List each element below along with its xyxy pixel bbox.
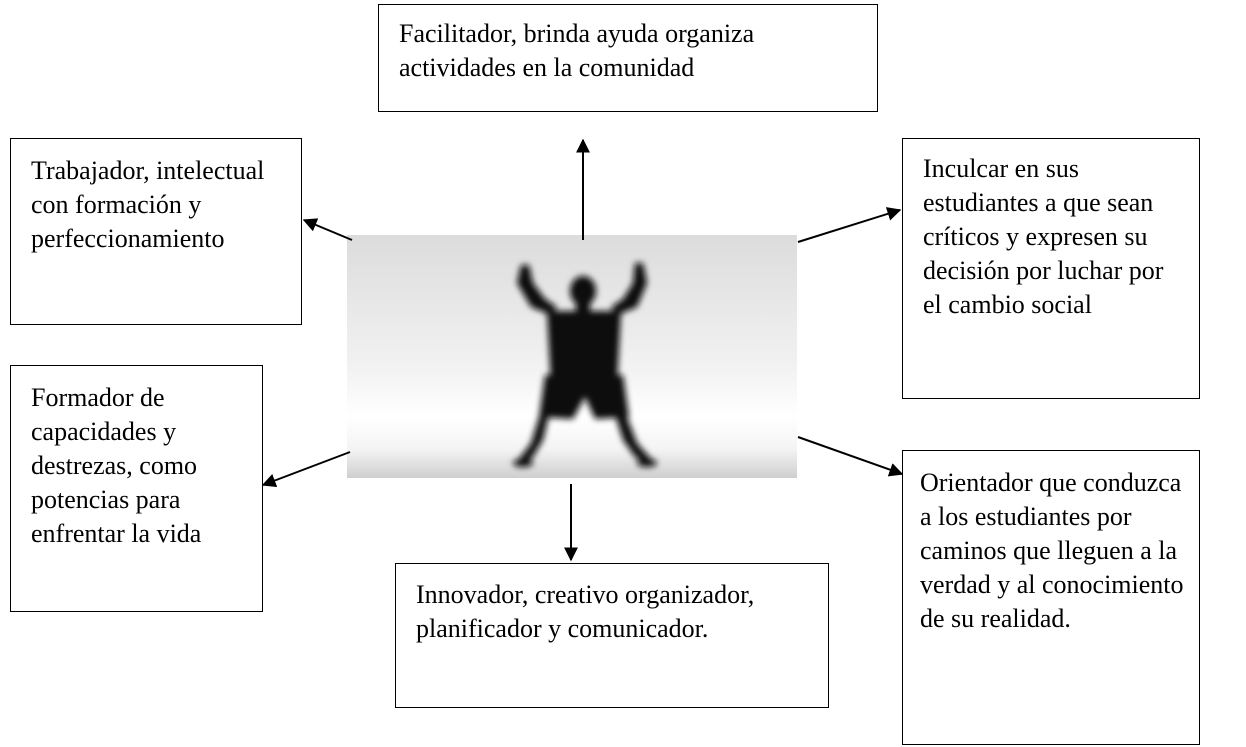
node-formador-text: Formador de capacidades y destrezas, com…	[31, 383, 202, 548]
node-inculcar-text: Inculcar en sus estudiantes a que sean c…	[923, 154, 1164, 319]
node-orientador-text: Orientador que conduzca a los estudiante…	[920, 468, 1184, 633]
node-innovador-text: Innovador, creativo organizador, planifi…	[416, 580, 755, 643]
node-trabajador: Trabajador, intelectual con formación y …	[10, 138, 302, 325]
arrow-to-top-left	[302, 218, 353, 241]
node-formador: Formador de capacidades y destrezas, com…	[10, 365, 263, 612]
node-orientador: Orientador que conduzca a los estudiante…	[902, 450, 1200, 745]
arrow-to-bottom-right	[797, 436, 904, 477]
central-silhouette-image	[347, 235, 797, 478]
arrow-to-bottom-left	[261, 451, 351, 488]
node-innovador: Innovador, creativo organizador, planifi…	[395, 563, 829, 708]
node-facilitador-text: Facilitador, brinda ayuda organiza activ…	[399, 19, 755, 82]
node-facilitador: Facilitador, brinda ayuda organiza activ…	[378, 4, 878, 112]
node-inculcar: Inculcar en sus estudiantes a que sean c…	[902, 138, 1200, 399]
node-trabajador-text: Trabajador, intelectual con formación y …	[31, 156, 265, 253]
arrow-to-top-right	[797, 207, 902, 243]
